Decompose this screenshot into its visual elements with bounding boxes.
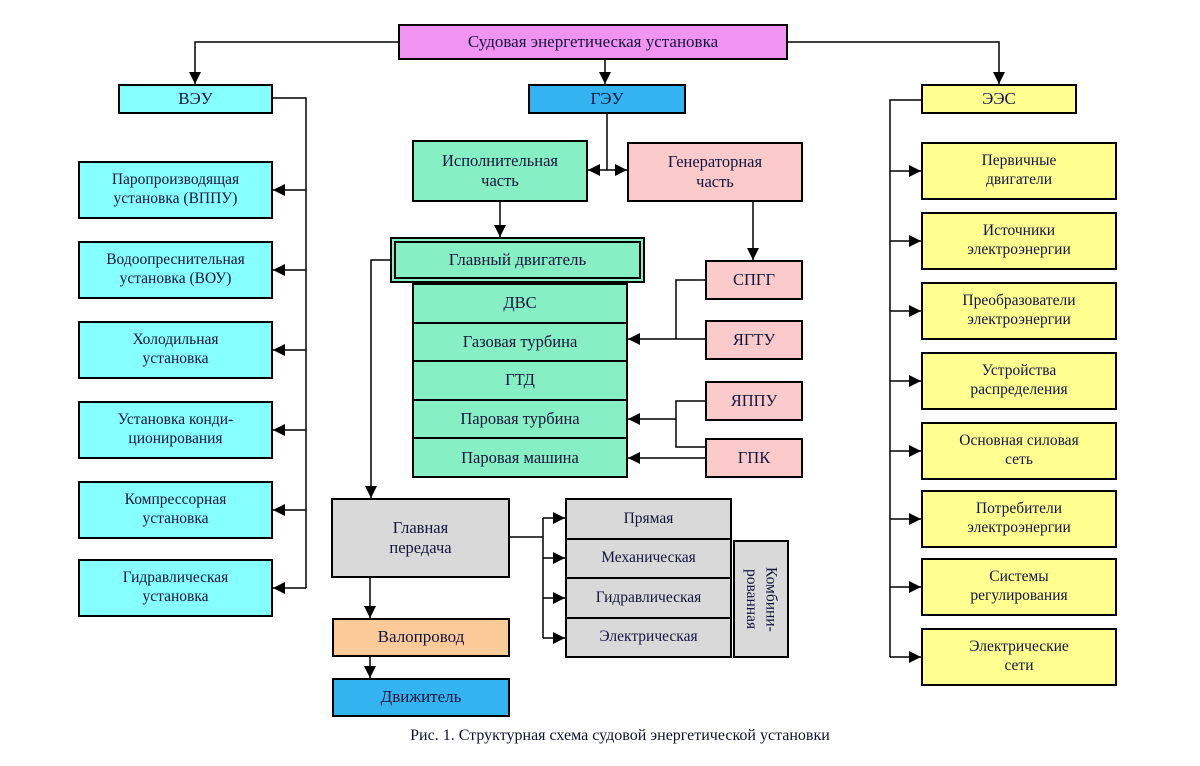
veu-item-hydraulic: Гидравлическая установка: [78, 559, 273, 617]
veu-item-desalination: Водоопреснительная установка (ВОУ): [78, 241, 273, 299]
ees-item-consumers: Потребители электроэнергии: [921, 490, 1117, 548]
ees-item-converters: Преобразователи электроэнергии: [921, 282, 1117, 340]
geu-executive-part: Исполнительная часть: [412, 140, 588, 202]
ees-item-prime-movers: Первичные двигатели: [921, 142, 1117, 200]
engine-type-dvs: ДВС: [414, 285, 626, 324]
branch-veu: ВЭУ: [118, 84, 273, 114]
transmission-combined-box: Комбини- рованная: [733, 540, 789, 658]
geu-generator-part: Генераторная часть: [627, 142, 803, 202]
ees-item-power-sources: Источники электроэнергии: [921, 212, 1117, 270]
ees-item-regulation-systems: Системы регулирования: [921, 558, 1117, 616]
engine-type-gtd: ГТД: [414, 362, 626, 401]
veu-item-steam-plant: Паропроизводящая установка (ВППУ): [78, 161, 273, 219]
engine-type-steam-machine: Паровая машина: [461, 447, 579, 467]
generator-unit-yagtu: ЯГТУ: [705, 320, 803, 360]
veu-item-air-conditioning: Установка конди- ционирования: [78, 401, 273, 459]
generator-unit-spgg: СПГГ: [705, 260, 803, 300]
main-transmission-box: Главная передача: [331, 498, 510, 578]
ees-item-main-power-grid: Основная силовая сеть: [921, 422, 1117, 480]
title-box: Судовая энергетическая установка: [398, 24, 788, 60]
transmission-direct: Прямая: [567, 500, 730, 540]
shaft-line-box: Валопровод: [332, 618, 510, 657]
engine-types-stack: ДВС Газовая турбина ГТД Паровая турбина …: [412, 283, 628, 478]
figure-caption: Рис. 1. Структурная схема судовой энерге…: [410, 727, 830, 744]
generator-unit-gpk: ГПК: [705, 438, 803, 478]
transmission-combined-label: Комбини- рованная: [743, 566, 780, 632]
generator-unit-yappu: ЯППУ: [705, 381, 803, 421]
transmission-hydraulic: Гидравлическая: [567, 579, 730, 619]
transmission-mechanical: Механическая: [567, 540, 730, 579]
engine-type-steam-turbine: Паровая турбина: [414, 401, 626, 440]
branch-ees: ЭЭС: [921, 84, 1077, 114]
main-engine-label: Главный двигатель: [394, 241, 641, 279]
engine-type-gas-turbine: Газовая турбина: [414, 324, 626, 363]
main-engine-box: Главный двигатель: [390, 237, 645, 283]
propulsor-box: Движитель: [332, 678, 510, 717]
veu-item-refrigeration: Холодильная установка: [78, 321, 273, 379]
ees-item-distribution: Устройства распределения: [921, 352, 1117, 410]
branch-geu: ГЭУ: [528, 84, 686, 114]
transmission-electric: Электрическая: [599, 628, 698, 646]
veu-item-compressor: Компрессорная установка: [78, 481, 273, 539]
ees-item-electric-networks: Электрические сети: [921, 628, 1117, 686]
transmission-types-stack: Прямая Механическая Гидравлическая Элект…: [565, 498, 732, 658]
